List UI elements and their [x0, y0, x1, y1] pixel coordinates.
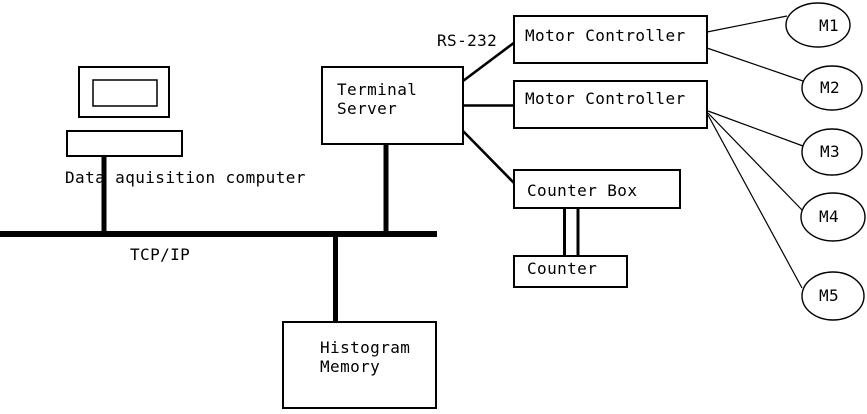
counter-box: Counter Box: [513, 169, 681, 209]
link-motor-controller-2-m5: [707, 114, 803, 289]
motor-m5-label: M5: [819, 286, 839, 305]
terminal-server-box: [321, 66, 464, 145]
motor-m3: M3: [801, 128, 863, 176]
motor-controller-2-box: [513, 80, 708, 129]
link-motor-controller-2-m4: [707, 112, 804, 212]
motor-m2: M2: [801, 65, 863, 111]
terminal-server: Terminal Server: [321, 66, 464, 231]
motor-m1-label: M1: [819, 16, 839, 35]
tcp-ip-bus: TCP/IP: [0, 231, 437, 264]
link-terminal-server-motor-controller-1: [462, 40, 516, 83]
bus-label: TCP/IP: [130, 245, 190, 264]
histogram-memory: Histogram Memory: [282, 234, 437, 409]
link-motor-controller-2-m3: [707, 110, 804, 147]
computer-label: Data aquisition computer: [65, 168, 306, 187]
histogram-memory-label-line2: Memory: [320, 357, 380, 376]
motor-m4: M4: [800, 192, 866, 242]
motor-controller-1: Motor Controller: [513, 15, 708, 64]
data-acquisition-computer: Data aquisition computer: [65, 66, 306, 231]
motor-m3-label: M3: [820, 142, 840, 161]
motor-m4-label: M4: [819, 207, 839, 226]
rs232-label: RS-232: [437, 31, 497, 50]
motor-controller-1-box: [513, 15, 708, 64]
motor-m5-ellipse: [801, 271, 865, 321]
motor-controller-2: Motor Controller: [513, 80, 708, 129]
histogram-memory-label-line1: Histogram: [320, 338, 410, 357]
motor-m2-ellipse: [801, 65, 863, 111]
counter: Counter: [513, 255, 628, 288]
motor-m5: M5: [801, 271, 865, 321]
motor-controller-1-label: Motor Controller: [525, 26, 686, 45]
monitor-screen-icon: [92, 79, 158, 107]
keyboard-icon: [66, 130, 183, 157]
histogram-memory-box: [282, 321, 437, 409]
terminal-server-label-line2: Server: [337, 99, 397, 118]
motor-m3-ellipse: [801, 128, 863, 176]
counter-label: Counter: [527, 259, 597, 278]
motor-controller-2-label: Motor Controller: [525, 89, 686, 108]
link-motor-controller-1-m1: [706, 15, 788, 33]
link-motor-controller-1-m2: [706, 47, 804, 82]
counter-box-outline: [513, 255, 628, 288]
link-terminal-server-counter-box: [462, 130, 516, 185]
motor-m2-label: M2: [820, 78, 840, 97]
counter-box-label: Counter Box: [527, 181, 637, 200]
counter-box-box: [513, 169, 681, 209]
motor-m1: M1: [785, 2, 851, 48]
terminal-server-label-line1: Terminal: [337, 80, 417, 99]
motor-m1-ellipse: [785, 2, 851, 48]
motor-m4-ellipse: [800, 192, 866, 242]
